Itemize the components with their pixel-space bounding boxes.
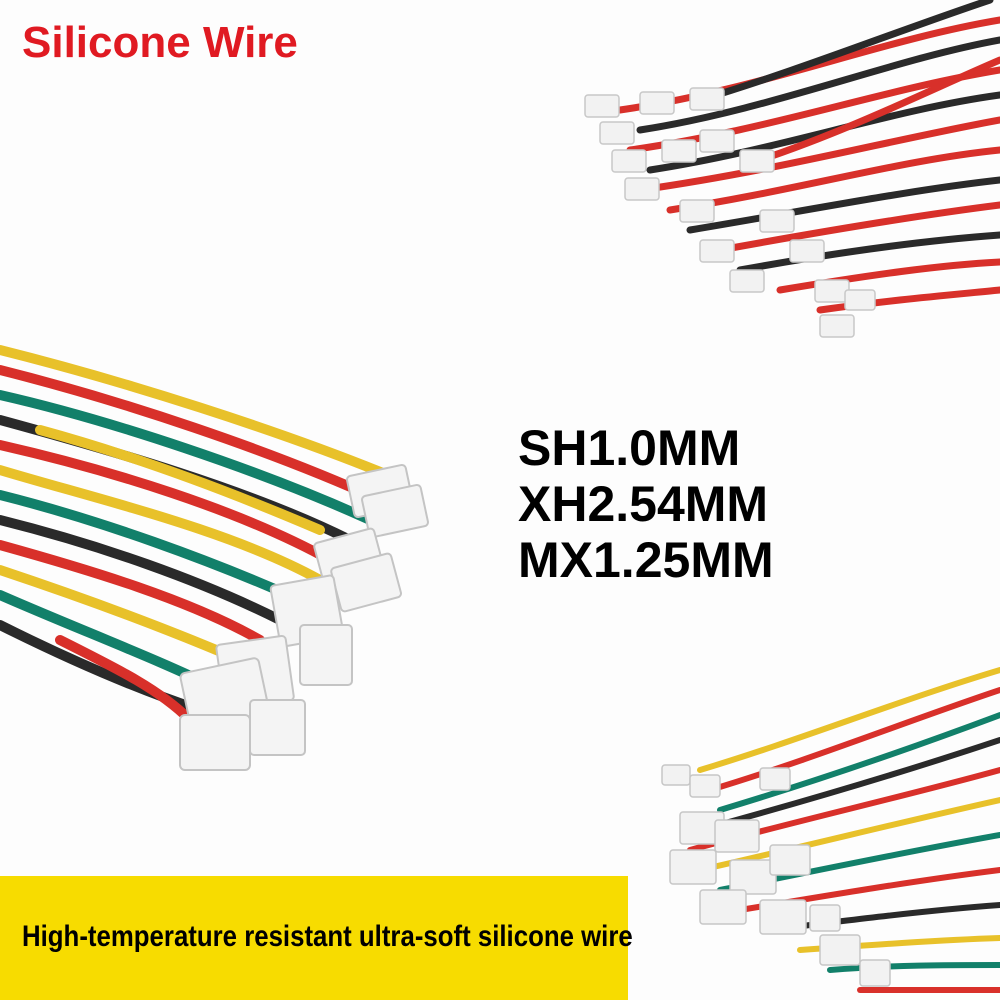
spec-xh: XH2.54MM [518,476,769,532]
four-color-wire-bundle-small [661,667,1000,994]
red-black-wire-bundle [584,0,1000,338]
feature-banner-text: High-temperature resistant ultra-soft si… [22,920,633,953]
spec-mx: MX1.25MM [518,532,774,588]
product-title: Silicone Wire [22,18,298,67]
connector-spec-list: SH1.0MM XH2.54MM MX1.25MM [518,420,774,588]
four-color-wire-bundle-large [0,345,429,771]
spec-sh: SH1.0MM [518,420,741,476]
feature-banner [0,876,628,1000]
